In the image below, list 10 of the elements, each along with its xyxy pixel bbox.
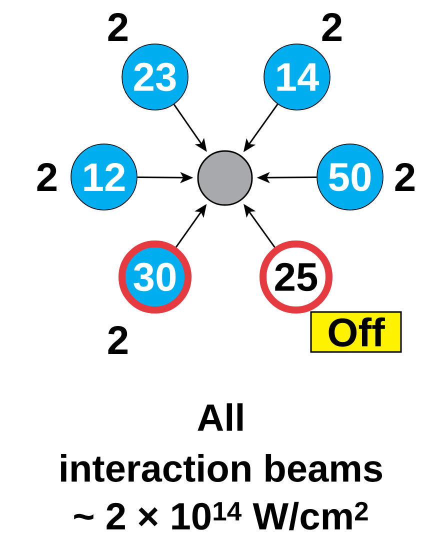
caption-text: All xyxy=(198,403,243,431)
caption-text: ~ 2 × 10$^{14}$ W/cm$^{2}$ xyxy=(74,502,368,530)
caption-text: interaction beams xyxy=(61,454,382,482)
target-circle xyxy=(197,150,253,206)
count-label: 2 xyxy=(108,13,128,41)
count-label: 2 xyxy=(108,326,128,354)
count-label: 2 xyxy=(395,163,415,191)
count-label: 2 xyxy=(37,163,57,191)
count-label: 2 xyxy=(322,13,342,41)
status-tag: Off xyxy=(310,311,402,353)
